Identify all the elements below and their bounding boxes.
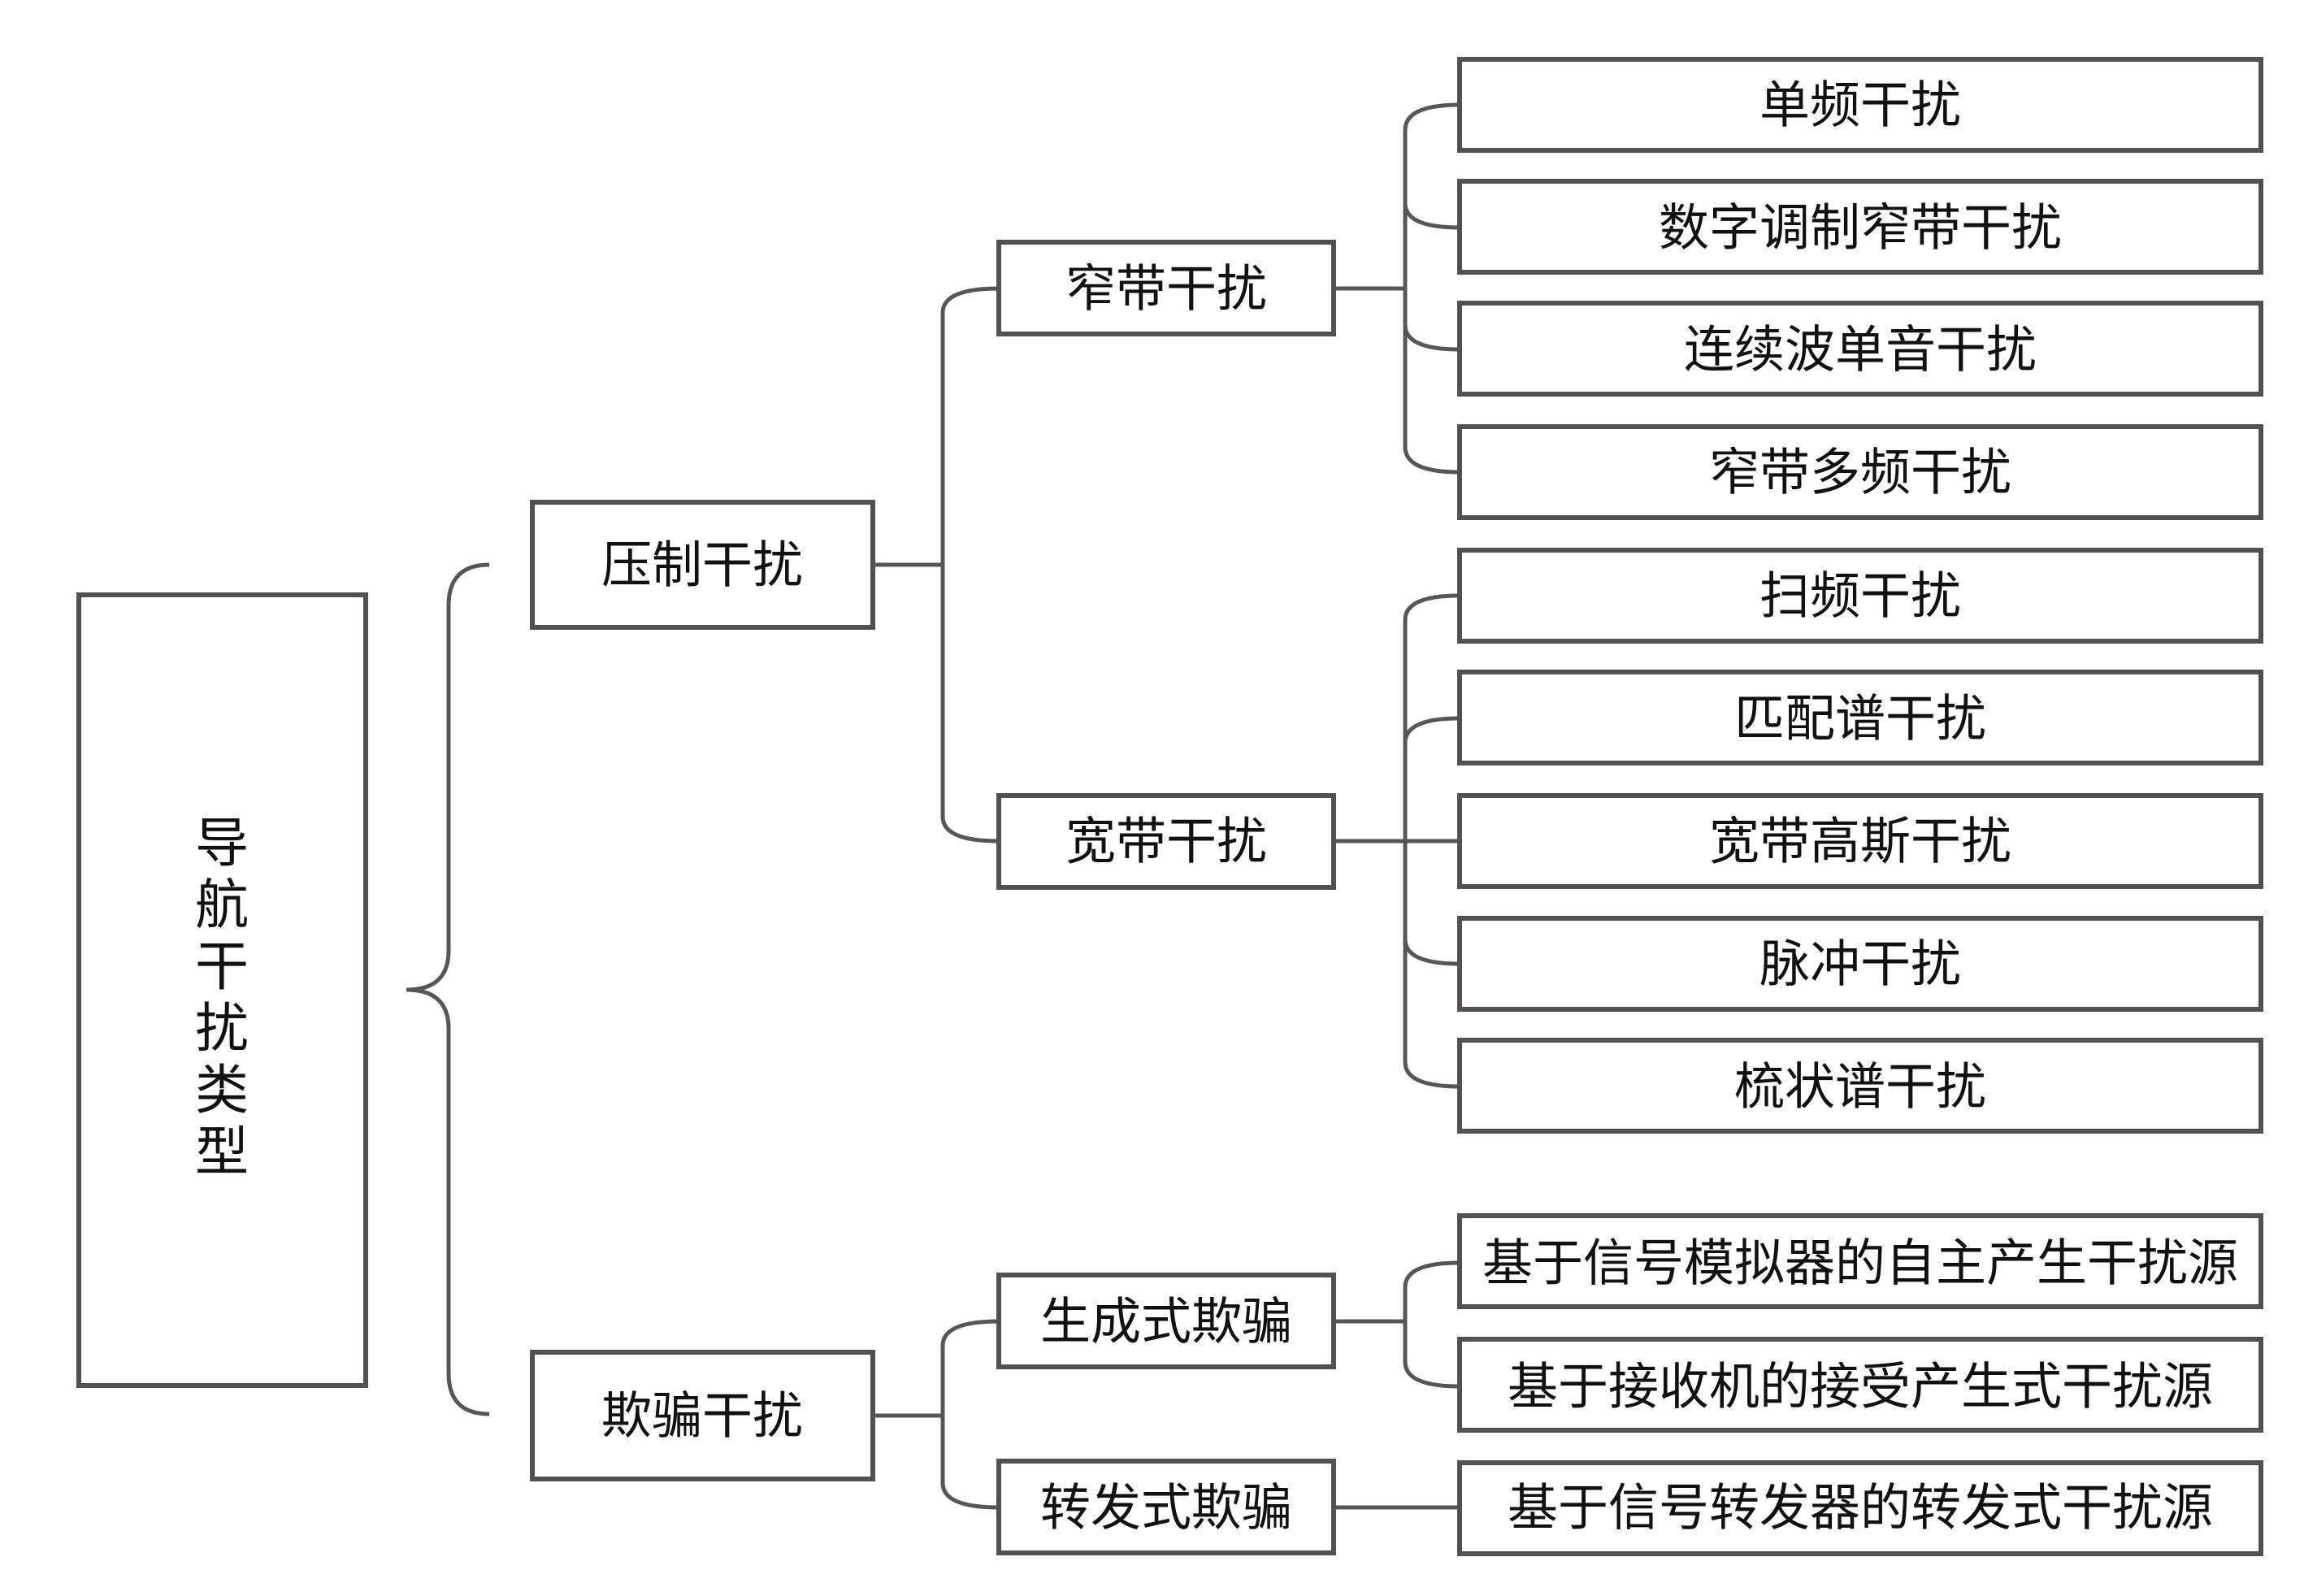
root-label-char: 扰 — [195, 997, 249, 1060]
node-narrowband: 窄带干扰 — [996, 240, 1336, 336]
node-repeater-label: 转发式欺骗 — [1040, 1478, 1292, 1537]
leaf-label: 基于信号模拟器的自主产生干扰源 — [1482, 1234, 2238, 1293]
connector-generative — [1334, 1260, 1460, 1389]
leaf-node: 基于信号转发器的转发式干扰源 — [1457, 1460, 2263, 1556]
leaf-node: 基于信号模拟器的自主产生干扰源 — [1457, 1213, 2263, 1309]
leaf-label: 基于信号转发器的转发式干扰源 — [1508, 1478, 2213, 1537]
leaf-label: 脉冲干扰 — [1759, 935, 1961, 994]
root-label-char: 型 — [195, 1121, 249, 1183]
node-suppression-label: 压制干扰 — [601, 536, 803, 595]
connector-narrowband — [1334, 102, 1460, 475]
root-label-char: 干 — [195, 935, 249, 998]
root-label-char: 航 — [195, 874, 249, 936]
leaf-label: 单频干扰 — [1759, 76, 1961, 135]
node-narrowband-label: 窄带干扰 — [1065, 259, 1267, 319]
leaf-node: 数字调制窄带干扰 — [1457, 179, 2263, 275]
connector-wideband — [1334, 593, 1460, 1089]
leaf-node: 单频干扰 — [1457, 57, 2263, 153]
brace-connector — [406, 562, 490, 1416]
connector-deception — [873, 1319, 1000, 1510]
leaf-label: 扫频干扰 — [1759, 566, 1961, 626]
leaf-label: 匹配谱干扰 — [1734, 689, 1986, 748]
root-node: 导 航 干 扰 类 型 — [76, 592, 368, 1388]
leaf-node: 宽带高斯干扰 — [1457, 793, 2263, 889]
node-generative: 生成式欺骗 — [996, 1273, 1336, 1369]
leaf-node: 梳状谱干扰 — [1457, 1038, 2263, 1134]
leaf-node: 扫频干扰 — [1457, 548, 2263, 644]
leaf-node: 脉冲干扰 — [1457, 916, 2263, 1012]
node-deception-label: 欺骗干扰 — [601, 1386, 803, 1446]
node-deception: 欺骗干扰 — [530, 1350, 875, 1481]
root-label-char: 类 — [195, 1059, 249, 1121]
leaf-label: 基于接收机的接受产生式干扰源 — [1508, 1357, 2213, 1416]
node-generative-label: 生成式欺骗 — [1040, 1292, 1292, 1351]
leaf-node: 基于接收机的接受产生式干扰源 — [1457, 1337, 2263, 1433]
leaf-node: 匹配谱干扰 — [1457, 670, 2263, 765]
leaf-label: 数字调制窄带干扰 — [1659, 198, 2062, 258]
leaf-label: 宽带高斯干扰 — [1709, 812, 2011, 871]
root-label-char: 导 — [195, 812, 249, 874]
node-wideband-label: 宽带干扰 — [1065, 812, 1267, 871]
connector-suppression — [873, 286, 1000, 844]
node-wideband: 宽带干扰 — [996, 793, 1336, 890]
node-suppression: 压制干扰 — [530, 500, 875, 630]
leaf-label: 连续波单音干扰 — [1684, 320, 2037, 379]
leaf-node: 连续波单音干扰 — [1457, 301, 2263, 397]
leaf-node: 窄带多频干扰 — [1457, 424, 2263, 520]
leaf-label: 窄带多频干扰 — [1709, 443, 2011, 502]
leaf-label: 梳状谱干扰 — [1734, 1057, 1986, 1117]
node-repeater: 转发式欺骗 — [996, 1459, 1336, 1555]
